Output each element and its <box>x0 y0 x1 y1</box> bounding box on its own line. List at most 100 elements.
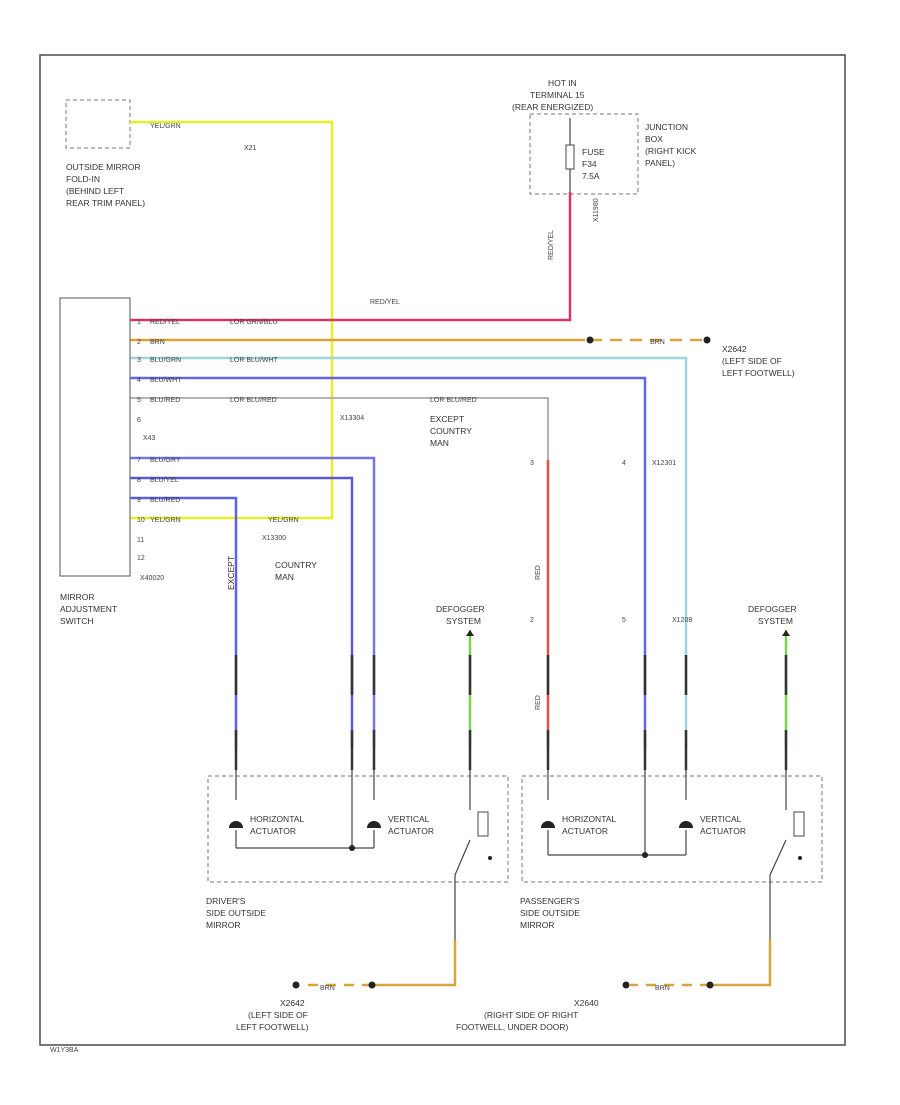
passengers-mirror-label-1: PASSENGER'S <box>520 896 580 906</box>
wire-label-blu-red-2: BLU/RED <box>150 497 180 504</box>
hot-label-1: HOT IN <box>548 78 577 88</box>
junction-label-3: (RIGHT KICK <box>645 146 697 156</box>
ground-br-1: X2640 <box>574 998 599 1008</box>
ground-br-2: (RIGHT SIDE OF RIGHT <box>484 1010 578 1020</box>
fold-mirror-label-2: FOLD-IN <box>66 174 100 184</box>
conn-pin-label-3: 2 <box>530 617 534 624</box>
ground-top-label-2: (LEFT SIDE OF <box>722 356 782 366</box>
pin-7: 7 <box>137 457 141 464</box>
except-country-1-a: EXCEPT <box>430 414 464 424</box>
ground-top-label-3: LEFT FOOTWELL) <box>722 368 795 378</box>
hot-label-2: TERMINAL 15 <box>530 90 585 100</box>
junction-label-1: JUNCTION <box>645 122 688 132</box>
pin-5: 5 <box>137 397 141 404</box>
pin-9: 9 <box>137 497 141 504</box>
switch-name-2: ADJUSTMENT <box>60 604 117 614</box>
conn-x1208-label: X1208 <box>672 617 692 624</box>
fuse-label-1: FUSE <box>582 147 605 157</box>
pass-heater-element <box>793 811 805 837</box>
hot-label-3: (REAR ENERGIZED) <box>512 102 593 112</box>
switch-name-3: SWITCH <box>60 616 94 626</box>
wire-label-yel-grn-top: YEL/GRN <box>150 123 181 130</box>
pin-8: 8 <box>137 477 141 484</box>
pass-horiz-motor-icon <box>541 821 555 828</box>
driver-heater-element <box>477 811 489 837</box>
driver-horiz-label-1: HORIZONTAL <box>250 814 304 824</box>
diagram-frame <box>39 54 846 1046</box>
ground-top-label-1: X2642 <box>722 344 747 354</box>
drivers-mirror-label-3: MIRROR <box>206 920 240 930</box>
pin-4: 4 <box>137 377 141 384</box>
fold-mirror-box <box>65 99 131 149</box>
pin-3: 3 <box>137 357 141 364</box>
wire-blu-wht <box>130 376 647 748</box>
pin-2: 2 <box>137 339 141 346</box>
ground-bl-1: X2642 <box>280 998 305 1008</box>
conn-pin-label-2: 4 <box>622 460 626 467</box>
fold-mirror-label-4: REAR TRIM PANEL) <box>66 198 145 208</box>
wire-label-blu-grn: BLU/GRN <box>150 357 181 364</box>
passengers-mirror-internal <box>547 770 787 940</box>
wire-label-red-yel-vert: RED/YEL <box>548 230 555 260</box>
wire-label-blu-gry: BLU/GRY <box>150 457 181 464</box>
pin-11: 11 <box>137 537 144 544</box>
pin-6: 6 <box>137 417 141 424</box>
junction-label-4: PANEL) <box>645 158 675 168</box>
conn-pin-label-1: 3 <box>530 460 534 467</box>
wire-label-yel-grn-bottom-2: YEL/GRN <box>268 517 299 524</box>
wire-blu-grn-teal <box>130 356 688 748</box>
wire-brown-pass-ground <box>710 940 772 987</box>
wire-brown-driver-ground <box>372 940 457 987</box>
connector-hatch <box>234 655 788 770</box>
splice-dot-pass-ground <box>706 981 714 989</box>
wire-label-brn-driver: BRN <box>320 985 335 992</box>
junction-label-2: BOX <box>645 134 663 144</box>
except-country-2-b: COUNTRY <box>275 560 317 570</box>
wire-label-blu-red: BLU/RED <box>150 397 180 404</box>
pass-vert-motor-icon <box>679 821 693 828</box>
switch-name-1: MIRROR <box>60 592 94 602</box>
wire-label-brn-2: BRN <box>650 339 665 346</box>
ground-dot-top <box>703 336 711 344</box>
wire-label-blu-wht: BLU/WHT <box>150 377 182 384</box>
switch-conn-label: X40020 <box>140 575 164 582</box>
conn-pin-label-4: 5 <box>622 617 626 624</box>
pass-horiz-label-2: ACTUATOR <box>562 826 608 836</box>
splice-dot-passenger <box>642 852 648 858</box>
drivers-mirror-label-1: DRIVER'S <box>206 896 246 906</box>
figure-id: W1Y3BA <box>50 1047 79 1054</box>
driver-heater-dot <box>488 856 492 860</box>
driver-horiz-label-2: ACTUATOR <box>250 826 296 836</box>
wire-label-red-yel-sub: LOR GRN/BLU <box>230 319 277 326</box>
switch-pins: 1 2 3 4 5 6 7 8 9 10 11 12 <box>137 319 145 562</box>
ground-dot-pass <box>622 981 630 989</box>
conn-x13300-label: X13300 <box>262 535 286 542</box>
driver-vert-motor-icon <box>367 821 381 828</box>
drivers-mirror-label-2: SIDE OUTSIDE <box>206 908 266 918</box>
passengers-mirror-box <box>521 775 823 883</box>
pass-heater-dot <box>798 856 802 860</box>
driver-horiz-motor-icon <box>229 821 243 828</box>
fuse-symbol <box>565 144 575 170</box>
junction-box <box>529 113 639 195</box>
wire-blu-gry <box>130 456 376 748</box>
conn-x13304-label: X13304 <box>340 415 364 422</box>
defogger-right-arrow <box>782 630 790 636</box>
wire-gray-blu-red <box>130 397 549 460</box>
passengers-mirror-label-3: MIRROR <box>520 920 554 930</box>
splice-dot-brown <box>586 336 594 344</box>
fold-mirror-label-3: (BEHIND LEFT <box>66 186 124 196</box>
ground-dot-driver <box>292 981 300 989</box>
wire-blu-red-driver <box>130 496 238 748</box>
fold-pin-label: X21 <box>244 145 257 152</box>
wire-red-yel <box>130 192 572 322</box>
defogger-right-2: SYSTEM <box>758 616 793 626</box>
conn-x12301-label: X12301 <box>652 460 676 467</box>
driver-vert-label-1: VERTICAL <box>388 814 430 824</box>
fuse-conn-label: X11980 <box>593 198 600 222</box>
wire-label-red-yel-2: RED/YEL <box>150 319 180 326</box>
wire-label-red-2: RED <box>535 695 542 710</box>
fuse-label-3: 7.5A <box>582 171 600 181</box>
